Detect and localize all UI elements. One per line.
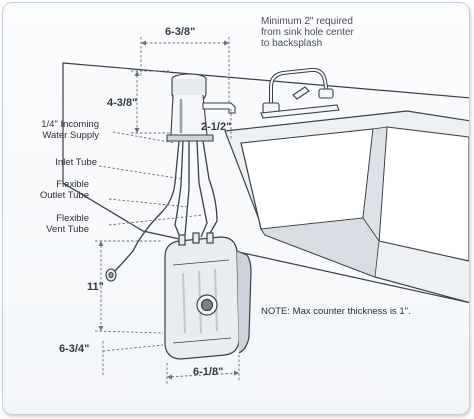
installation-diagram (62, 37, 469, 385)
dimension-spout-reach: 2-1/2" (201, 121, 232, 133)
tubes (112, 140, 218, 274)
dimension-tank-depth: 6-3/4" (59, 343, 90, 355)
dimension-tank-height: 11" (87, 281, 104, 293)
callout-vent-tube-line1: Flexible (56, 213, 89, 224)
sink-basin-left (240, 128, 374, 230)
tank (164, 232, 252, 360)
diagram-frame: 6-3/8" 4-3/8" 2-1/2" 11" 6-3/4" 6-1/8" 1… (2, 2, 470, 415)
callout-outlet-tube-line1: Flexible (56, 179, 89, 190)
dimension-tank-width: 6-1/8" (193, 366, 224, 378)
minimum-note-line3: to backsplash (261, 38, 323, 50)
minimum-note-line1: Minimum 2" required (261, 16, 353, 27)
dispenser-faucet (166, 73, 236, 142)
kitchen-faucet (260, 67, 340, 119)
dimension-unit-width: 6-3/8" (165, 26, 196, 38)
dimension-lines (94, 37, 240, 385)
callout-water-supply: 1/4" Incoming Water Supply (25, 119, 99, 141)
callout-vent-tube: Flexible Vent Tube (25, 213, 89, 235)
callout-water-supply-line2: Water Supply (42, 129, 99, 141)
counter-thickness-note: NOTE: Max counter thickness is 1". (261, 306, 411, 317)
water-supply-valve (105, 268, 117, 282)
callout-outlet-tube: Flexible Outlet Tube (25, 179, 89, 201)
dimension-unit-height: 4-3/8" (107, 97, 138, 109)
minimum-clearance-note: Minimum 2" required from sink hole cente… (261, 16, 354, 50)
callout-water-supply-line1: 1/4" Incoming (41, 119, 99, 130)
callout-inlet-tube: Inlet Tube (55, 157, 97, 168)
minimum-note-line2: from sink hole center (261, 27, 354, 39)
callout-vent-tube-line2: Vent Tube (46, 223, 89, 235)
dimension-arrows (98, 40, 239, 380)
sink-basin-right (378, 126, 469, 262)
callout-outlet-tube-line2: Outlet Tube (39, 189, 89, 201)
